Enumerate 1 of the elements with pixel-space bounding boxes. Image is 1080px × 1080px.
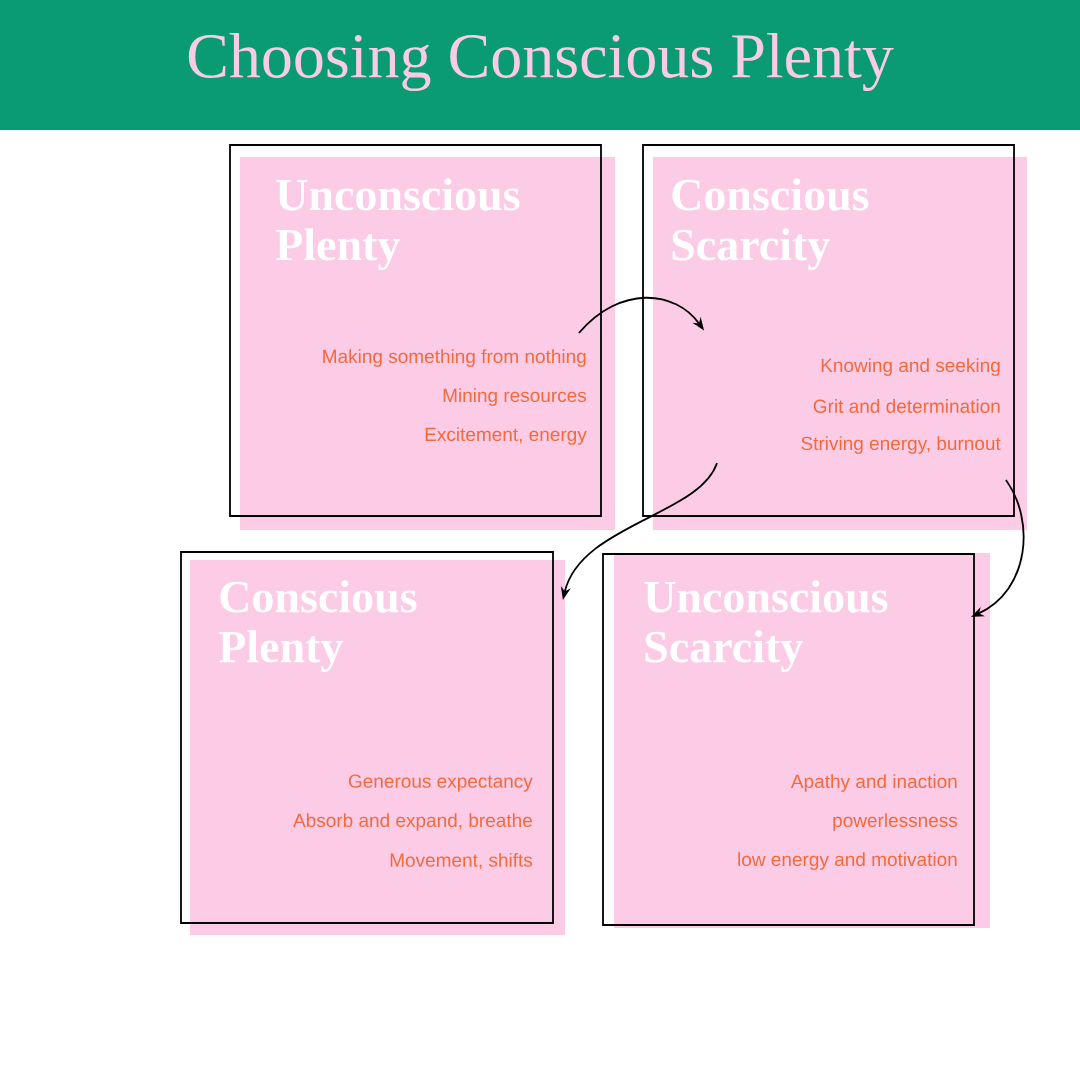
title-banner: Choosing Conscious Plenty: [0, 0, 1080, 130]
